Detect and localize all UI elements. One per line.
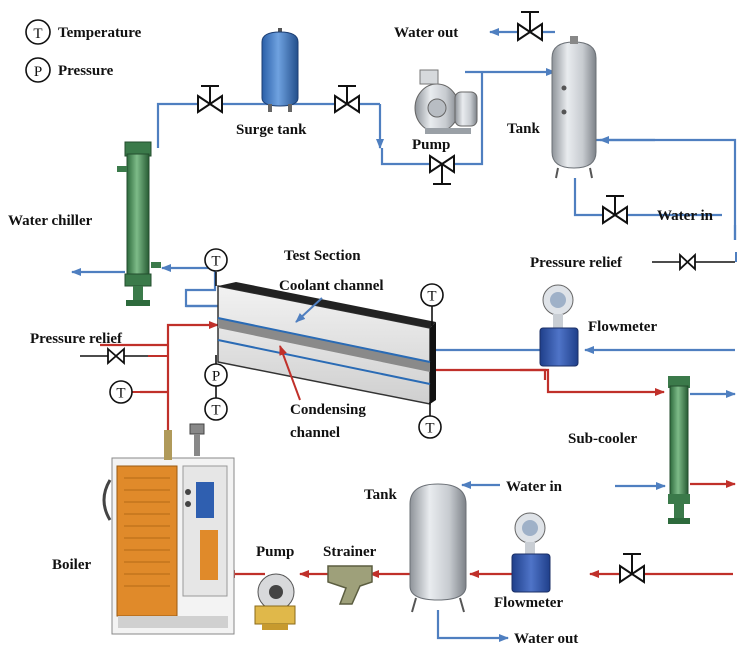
tank-top-icon: [551, 36, 597, 179]
coolant-piping: [71, 28, 737, 642]
valve-top-mid-icon: [334, 85, 360, 114]
temperature-sensor-label-2: T: [211, 403, 220, 419]
label-water-chiller: Water chiller: [8, 213, 93, 229]
legend-temperature-label: Temperature: [58, 25, 142, 41]
temperature-sensor-icon: [418, 415, 442, 439]
pressure-sensor-label: P: [212, 369, 220, 385]
label-water-in-bottom: Water in: [506, 479, 563, 495]
pressure-relief-left-line: [80, 347, 168, 365]
label-tank-bottom: Tank: [364, 487, 397, 503]
legend-pressure-symbol: P: [34, 64, 42, 80]
label-test-section: Test Section: [284, 248, 361, 264]
pump-top-icon: [414, 69, 478, 134]
temperature-sensor-label-5: T: [425, 421, 434, 437]
label-water-out-top: Water out: [394, 25, 458, 41]
legend-temperature-icon: [25, 19, 51, 45]
label-condensing-line1: Condensing: [290, 402, 366, 418]
pump-bottom-icon: [254, 573, 296, 630]
label-boiler: Boiler: [52, 557, 91, 573]
label-strainer: Strainer: [323, 544, 377, 560]
label-flowmeter-top: Flowmeter: [588, 319, 657, 335]
labels: Water out Surge tank Tank Pump Water chi…: [8, 25, 714, 647]
label-water-in-top: Water in: [657, 208, 714, 224]
temperature-sensor-icon: [420, 283, 444, 307]
label-sub-cooler: Sub-cooler: [568, 431, 638, 447]
strainer-icon: [327, 565, 373, 605]
temperature-sensor-label-3: T: [116, 386, 125, 402]
legend: T Temperature P Pressure: [25, 19, 142, 83]
valves: [197, 11, 645, 584]
coolant-channel-pointer: [295, 297, 323, 323]
tank-bottom-icon: [409, 483, 467, 613]
label-tank-top: Tank: [507, 121, 540, 137]
temperature-sensor-label-4: T: [427, 289, 436, 305]
steam-piping: [100, 321, 736, 578]
label-pressure-relief-right: Pressure relief: [530, 255, 623, 271]
legend-pressure-icon: [25, 57, 51, 83]
label-coolant-channel: Coolant channel: [279, 278, 384, 294]
temperature-sensor-label-1: T: [211, 254, 220, 270]
valve-pump-bypass-icon: [429, 154, 455, 185]
valve-bottom-right-icon: [619, 553, 645, 584]
label-pump-bottom: Pump: [256, 544, 294, 560]
label-flowmeter-bottom: Flowmeter: [494, 595, 563, 611]
temperature-sensor-icon: [204, 397, 228, 421]
legend-pressure-label: Pressure: [58, 63, 114, 79]
sensors: T P T T T T: [109, 248, 444, 439]
label-pump-top: Pump: [412, 137, 450, 153]
sub-cooler-icon: [668, 376, 690, 524]
condensing-channel-pointer: [279, 345, 301, 401]
legend-temperature-symbol: T: [33, 26, 42, 42]
pressure-relief-right-line: [652, 252, 737, 272]
label-condensing-line2: channel: [290, 425, 340, 441]
flowmeter-bottom-icon: [511, 512, 551, 593]
valve-water-in-top-icon: [602, 195, 628, 225]
boiler-fittings-icon: [164, 423, 205, 460]
valve-water-out-top-icon: [517, 11, 543, 42]
label-water-out-bottom: Water out: [514, 631, 578, 647]
surge-tank-icon: [261, 28, 299, 112]
temperature-sensor-icon: [109, 380, 133, 404]
temperature-sensor-icon: [204, 248, 228, 272]
test-section-icon: [217, 282, 436, 405]
label-pressure-relief-left: Pressure relief: [30, 331, 123, 347]
label-surge-tank: Surge tank: [236, 122, 307, 138]
water-chiller-icon: [117, 141, 161, 306]
boiler-icon: [102, 457, 235, 635]
valve-top-left-icon: [197, 85, 223, 114]
flowmeter-top-icon: [539, 284, 579, 367]
